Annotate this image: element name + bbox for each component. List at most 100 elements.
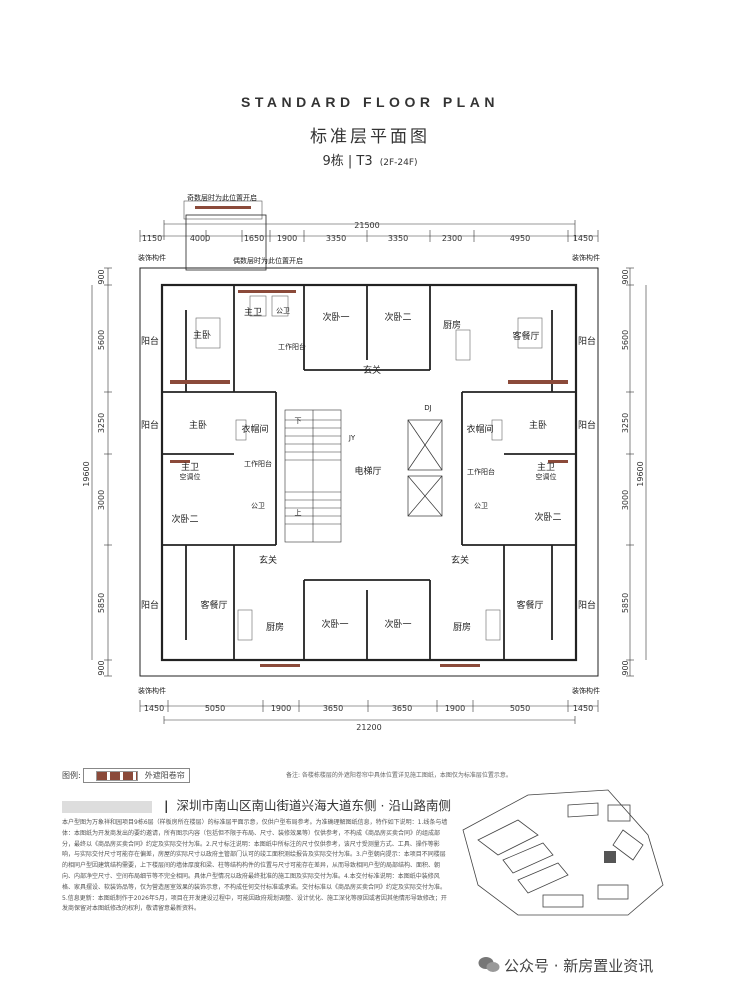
room-master-bath-ml: 主卫 xyxy=(181,461,199,473)
bottom-dimensions xyxy=(139,700,599,724)
room-kitchen-bl: 厨房 xyxy=(266,621,284,633)
room-balcony-tl: 阳台 xyxy=(141,335,159,347)
dim-bottom-total: 21200 xyxy=(356,723,381,732)
site-location-map xyxy=(462,789,664,916)
watermark: 公众号 · 新房置业资讯 xyxy=(504,957,654,975)
dim-right-1: 900 xyxy=(621,269,630,284)
room-second-bed-2-top: 次卧二 xyxy=(384,311,411,323)
dim-left-1: 900 xyxy=(97,269,106,284)
dim-bottom-1: 1450 xyxy=(144,704,164,713)
dim-top-5: 3350 xyxy=(326,234,346,243)
room-balcony-br: 阳台 xyxy=(578,599,596,611)
floor-plan: 21500 1150 4000 1650 1900 3350 3350 2300… xyxy=(82,193,647,732)
dim-bottom-8: 1450 xyxy=(573,704,593,713)
building-block-6 xyxy=(607,804,631,822)
room-public-bath-left: 公卫 xyxy=(251,502,265,510)
room-balcony-bl: 阳台 xyxy=(141,599,159,611)
dim-right-2: 5600 xyxy=(621,330,630,350)
bottom-segment-labels: 1450 5050 1900 3650 3650 1900 5050 1450 xyxy=(144,704,593,713)
dim-top-total: 21500 xyxy=(354,221,379,230)
interior-walls xyxy=(162,285,576,660)
room-labels: 主卧 主卫 公卫 工作阳台 次卧一 次卧二 厨房 客餐厅 阳台 阳台 玄关 阳台… xyxy=(141,306,596,633)
shade-roller-swatch xyxy=(96,770,139,781)
redacted-project-name xyxy=(62,800,152,813)
decor-label-tr: 装饰构件 xyxy=(572,253,600,262)
dim-right-total: 19600 xyxy=(636,461,645,486)
room-master-bed-mr: 主卧 xyxy=(529,419,547,431)
title-cn: 标准层平面图 xyxy=(310,127,430,147)
legend-label: 图例: xyxy=(62,771,81,780)
room-master-bed-ml: 主卧 xyxy=(189,419,207,431)
separator: | xyxy=(347,154,353,169)
title-en: STANDARD FLOOR PLAN xyxy=(241,94,499,110)
legend-item-text: 外遮阳卷帘 xyxy=(144,771,185,780)
room-ac-left: 空调位 xyxy=(180,472,201,481)
building-block-1 xyxy=(477,819,539,856)
legend: 图例: 外遮阳卷帘 xyxy=(62,768,190,783)
room-second-bed-1-top: 次卧一 xyxy=(322,311,349,323)
stair-down: 下 xyxy=(295,417,302,425)
room-second-bed-2-left: 次卧二 xyxy=(171,513,198,525)
furniture xyxy=(195,295,543,641)
room-kitchen-br: 厨房 xyxy=(453,621,471,633)
building-outline xyxy=(139,214,599,677)
room-ac-right: 空调位 xyxy=(536,472,557,481)
dim-bottom-2: 5050 xyxy=(205,704,225,713)
right-dimensions xyxy=(626,267,647,677)
dim-top-4: 1900 xyxy=(277,234,297,243)
room-closet-left: 衣帽间 xyxy=(241,423,268,435)
dim-bottom-5: 3650 xyxy=(392,704,412,713)
room-living-dining-bottom-l: 客餐厅 xyxy=(200,599,227,611)
building-number: 9栋 xyxy=(322,154,344,169)
dim-left-6: 900 xyxy=(97,660,106,675)
room-elevator-hall: 电梯厅 xyxy=(354,465,381,477)
building-block-2 xyxy=(502,842,554,874)
wechat-icon xyxy=(478,957,500,972)
project-address: | 深圳市南山区南山街道兴海大道东侧 · 沿山路南侧 xyxy=(62,795,451,814)
dim-right-4: 3000 xyxy=(621,490,630,510)
room-work-balcony-right: 工作阳台 xyxy=(467,467,495,476)
room-foyer-bl: 玄关 xyxy=(259,554,277,566)
building-block-8 xyxy=(612,829,644,861)
decor-label-bl: 装饰构件 xyxy=(138,686,166,695)
address-text: 深圳市南山区南山街道兴海大道东侧 · 沿山路南侧 xyxy=(176,798,451,813)
site-boundary xyxy=(462,789,664,916)
room-master-bath-tl: 主卫 xyxy=(244,306,262,318)
dim-left-3: 3250 xyxy=(97,413,106,433)
stair-up: 上 xyxy=(295,508,302,517)
building-block-4 xyxy=(542,894,584,908)
shaft-jy: JY xyxy=(348,434,356,442)
dim-top-1: 1150 xyxy=(142,234,162,243)
room-living-dining-top: 客餐厅 xyxy=(512,330,539,342)
building-block-3 xyxy=(517,862,569,894)
dim-right-3: 3250 xyxy=(621,413,630,433)
dim-right-5: 5850 xyxy=(621,593,630,613)
address-separator: | xyxy=(163,798,169,813)
room-balcony-tr: 阳台 xyxy=(578,335,596,347)
room-master-bed-tl: 主卧 xyxy=(193,329,211,341)
dim-right-6: 900 xyxy=(621,660,630,675)
left-dimensions xyxy=(91,267,112,677)
dim-bottom-7: 5050 xyxy=(510,704,530,713)
top-segment-labels: 1150 4000 1650 1900 3350 3350 2300 4950 … xyxy=(142,234,593,243)
floor-subtitle: 9栋 | T3 (2F-24F) xyxy=(0,150,740,169)
decor-label-tl: 装饰构件 xyxy=(138,253,166,262)
dim-top-9: 1450 xyxy=(573,234,593,243)
room-kitchen-top: 厨房 xyxy=(443,319,461,331)
dim-left-2: 5600 xyxy=(97,330,106,350)
top-shade-roller xyxy=(195,206,251,209)
legend-note: 备注: 各楼栋楼层的外遮阳卷帘中具体位置详见施工图纸，本图仅为标准层位置示意。 xyxy=(286,772,512,779)
room-second-bed-1-bl: 次卧一 xyxy=(321,618,348,630)
dim-top-6: 3350 xyxy=(388,234,408,243)
top-note: 奇数层时为此位置开启 xyxy=(187,193,257,202)
dim-left-5: 5850 xyxy=(97,593,106,613)
room-balcony-ml: 阳台 xyxy=(141,419,159,431)
room-foyer-br: 玄关 xyxy=(451,554,469,566)
dim-top-8: 4950 xyxy=(510,234,530,243)
dim-bottom-6: 1900 xyxy=(445,704,465,713)
dim-top-7: 2300 xyxy=(442,234,462,243)
room-second-bed-1-br: 次卧一 xyxy=(384,618,411,630)
room-public-bath-top: 公卫 xyxy=(276,307,290,315)
room-closet-right: 衣帽间 xyxy=(466,423,493,435)
left-segment-labels: 900 5600 3250 3000 5850 900 xyxy=(97,269,106,675)
